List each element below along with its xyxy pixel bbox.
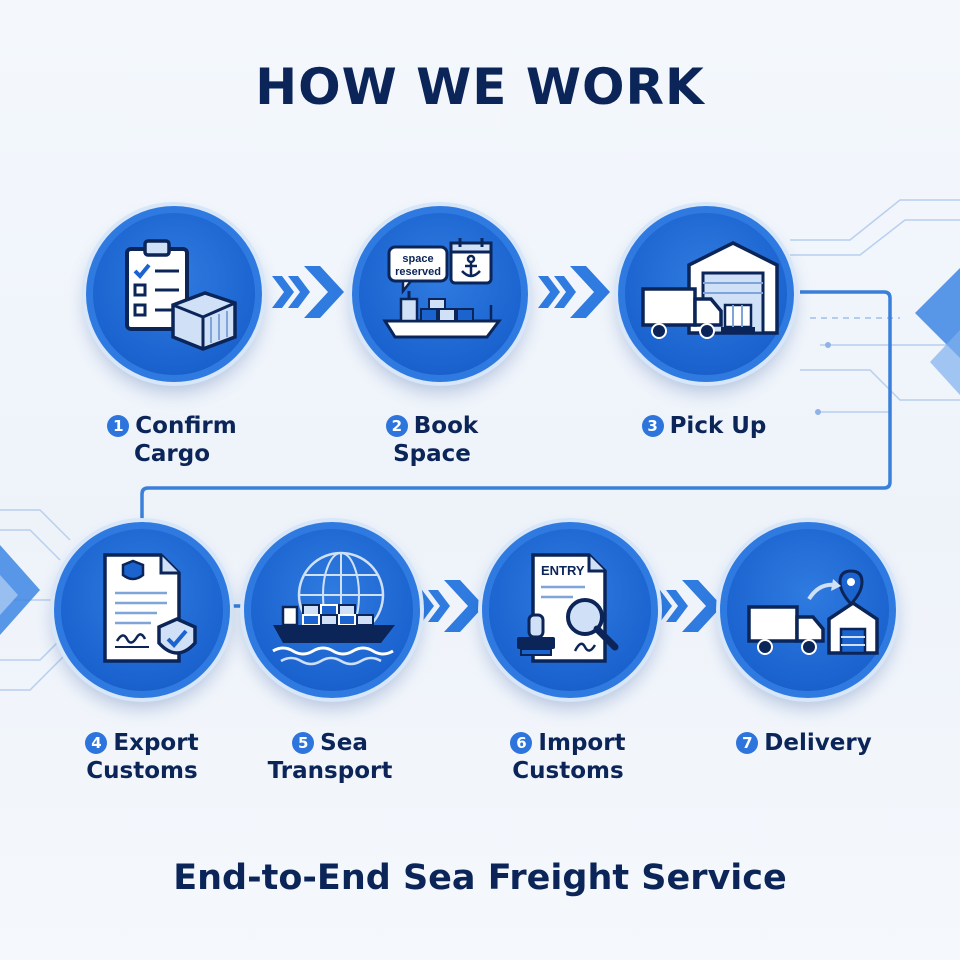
step-3-circle [618,206,794,382]
step-2-number: 2 [385,415,408,437]
step-2-line2: Space [393,441,471,467]
badge-text-2: reserved [395,266,441,278]
step-7-number: 7 [736,732,759,754]
entry-document-icon: ENTRY [517,553,619,663]
step-5-number: 5 [292,732,315,754]
step-2-line1: Book [413,413,479,439]
step-5-line1: Sea [320,730,368,756]
clipboard-cargo-icon [125,239,237,351]
step-6-circle: ENTRY [482,522,658,698]
step-4-line1: Export [113,730,199,756]
step-2-circle: space reserved [352,206,528,382]
step-4-line2: Customs [86,758,198,784]
step-6-line1: Import [538,730,626,756]
step-6-line2: Customs [512,758,624,784]
arrow-6-7 [650,580,722,632]
cargo-ship-globe-icon [272,551,395,666]
step-1-line2: Cargo [133,441,210,467]
step-5-circle [244,522,420,698]
badge-text-1: space [402,253,433,265]
step-4-circle [54,522,230,698]
page-subtitle: End-to-End Sea Freight Service [173,858,787,898]
arrow-2-3 [538,266,610,318]
document-shield-icon [103,553,197,663]
step-1-line1: Confirm [135,413,237,439]
step-1-number: 1 [107,415,130,437]
delivery-truck-icon [747,569,879,655]
truck-warehouse-icon [641,241,779,339]
step-7-circle [720,522,896,698]
step-3-number: 3 [641,415,664,437]
arrow-1-2 [272,266,344,318]
connector-line [140,290,892,548]
step-6-number: 6 [510,732,533,754]
page-title: HOW WE WORK [255,58,705,116]
step-7-line1: Delivery [764,730,872,756]
step-3-line1: Pick Up [669,413,767,439]
step-1-circle [86,206,262,382]
step-5-line2: Transport [267,758,393,784]
ship-booking-icon: space reserved [382,238,502,339]
step-4-number: 4 [85,732,108,754]
arrow-5-6 [412,580,484,632]
entry-label: ENTRY [541,563,585,578]
